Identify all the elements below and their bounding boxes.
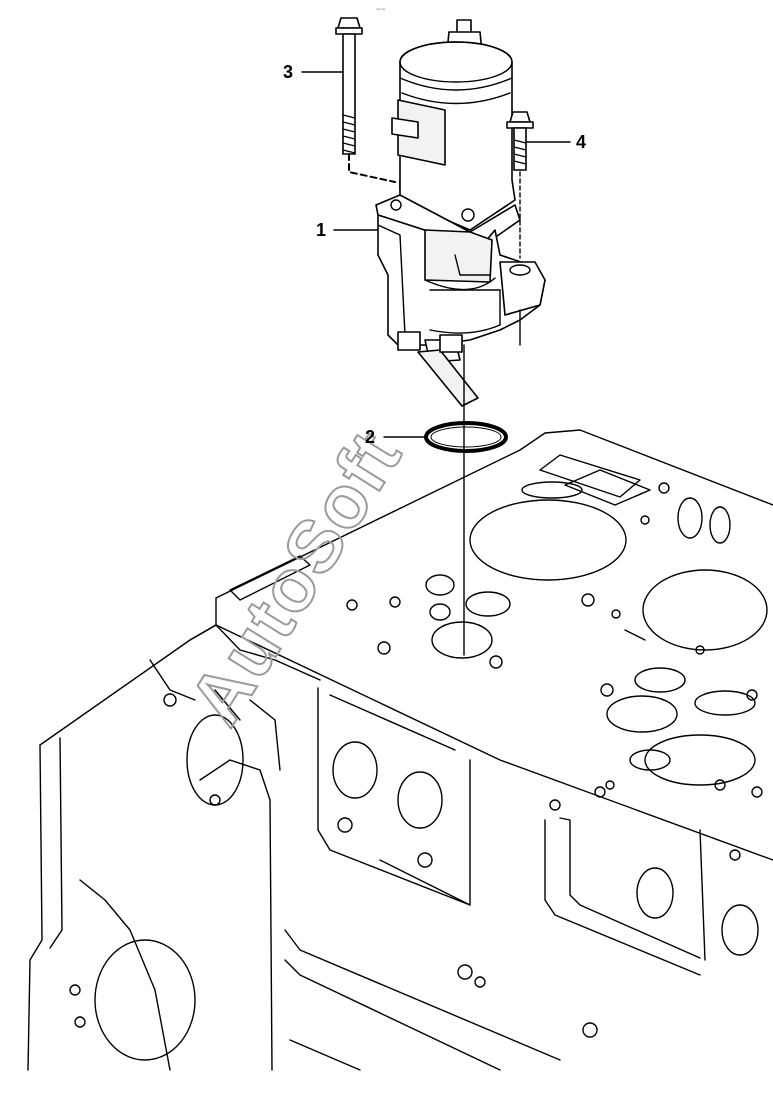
engine-block [27,429,773,1071]
callout-label-2: 2 [365,427,375,447]
callout-3: 3 [283,62,344,82]
callout-2: 2 [365,427,427,447]
callout-1: 1 [316,220,379,240]
o-ring-2 [424,421,508,453]
callout-label-3: 3 [283,62,293,82]
callout-4: 4 [525,132,586,152]
actuator-assembly [375,19,546,407]
callout-label-1: 1 [316,220,326,240]
page-mark: ~~ [376,5,386,14]
autosoft-watermark: AutoSoft [173,416,417,738]
bolt-4 [506,111,534,259]
callout-label-4: 4 [576,132,586,152]
bolt-3 [335,17,396,183]
